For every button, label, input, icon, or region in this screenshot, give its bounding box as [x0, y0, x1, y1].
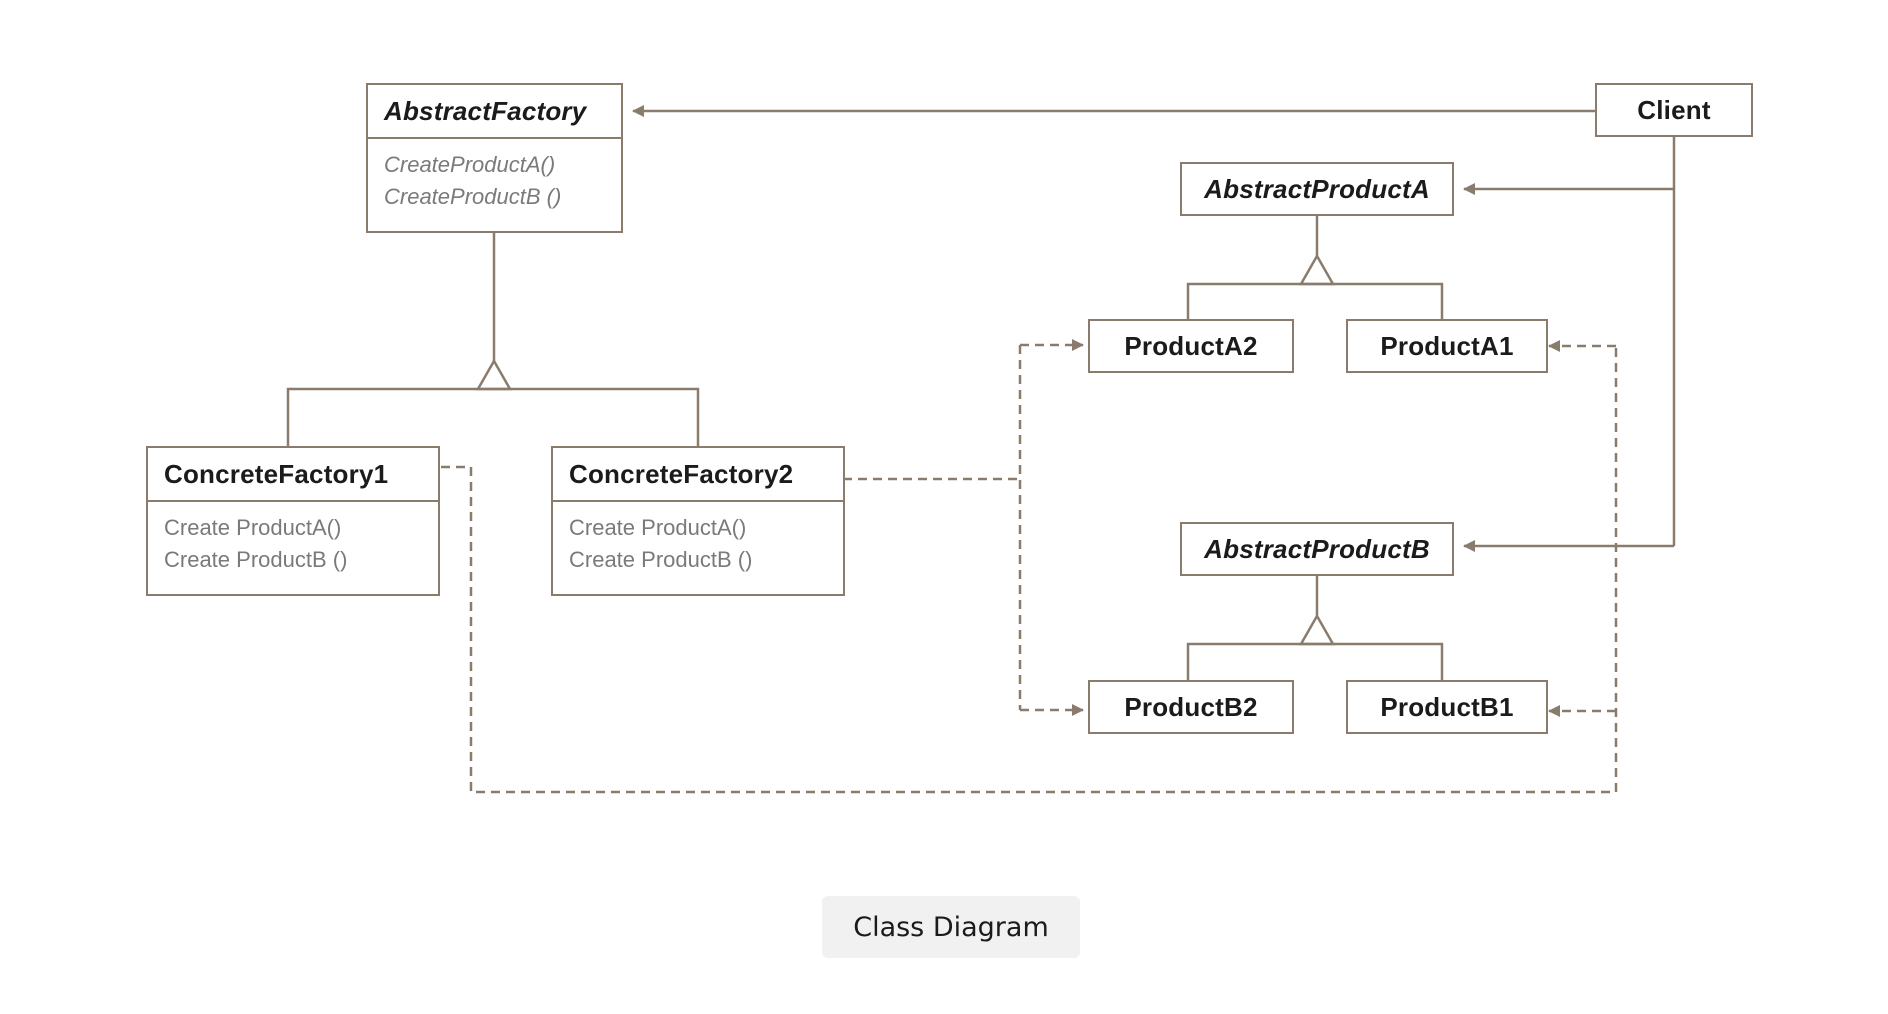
concrete-factories-branch: [286, 387, 700, 446]
product-a1-title: ProductA1: [1380, 330, 1514, 361]
concrete-factory-1-methods: Create ProductA() Create ProductB (): [148, 502, 438, 576]
abstract-factory-methods: CreateProductA() CreateProductB (): [368, 139, 621, 213]
concrete-factory-1-class: ConcreteFactory1 Create ProductA() Creat…: [146, 446, 440, 596]
client-class: Client: [1595, 83, 1753, 137]
concrete-factory-1-method-b: Create ProductB (): [164, 547, 348, 572]
abstract-factory-class: AbstractFactory CreateProductA() CreateP…: [366, 83, 623, 233]
concrete-factory-1-method-a: Create ProductA(): [164, 515, 342, 540]
concrete-factory-2-class: ConcreteFactory2 Create ProductA() Creat…: [551, 446, 845, 596]
abstract-product-a-inherit-triangle: [1298, 253, 1336, 286]
products-b-branch: [1186, 642, 1444, 680]
product-a1-class: ProductA1: [1346, 319, 1548, 373]
client-title: Client: [1637, 94, 1711, 125]
concrete-factory-2-method-b: Create ProductB (): [569, 547, 753, 572]
concrete-factory-1-title: ConcreteFactory1: [148, 448, 438, 502]
abstract-factory-method-b: CreateProductB (): [384, 184, 562, 209]
product-a2-title: ProductA2: [1124, 330, 1258, 361]
abstract-product-b-inherit-triangle: [1298, 613, 1336, 646]
abstract-factory-title: AbstractFactory: [368, 85, 621, 139]
concrete-factory-1-dependency-line: [441, 346, 1618, 794]
abstract-factory-inherit-triangle: [475, 358, 513, 391]
product-a2-class: ProductA2: [1088, 319, 1294, 373]
product-b1-class: ProductB1: [1346, 680, 1548, 734]
concrete-factory-2-methods: Create ProductA() Create ProductB (): [553, 502, 843, 576]
concrete-factory-2-title: ConcreteFactory2: [553, 448, 843, 502]
abstract-product-a-title: AbstractProductA: [1204, 173, 1430, 204]
class-diagram-caption: Class Diagram: [822, 896, 1080, 958]
product-b1-title: ProductB1: [1380, 691, 1514, 722]
products-a-branch: [1186, 282, 1444, 319]
product-b2-class: ProductB2: [1088, 680, 1294, 734]
abstract-product-b-class: AbstractProductB: [1180, 522, 1454, 576]
product-b2-title: ProductB2: [1124, 691, 1258, 722]
abstract-product-a-class: AbstractProductA: [1180, 162, 1454, 216]
abstract-factory-method-a: CreateProductA(): [384, 152, 556, 177]
abstract-product-b-title: AbstractProductB: [1204, 533, 1430, 564]
concrete-factory-2-method-a: Create ProductA(): [569, 515, 747, 540]
